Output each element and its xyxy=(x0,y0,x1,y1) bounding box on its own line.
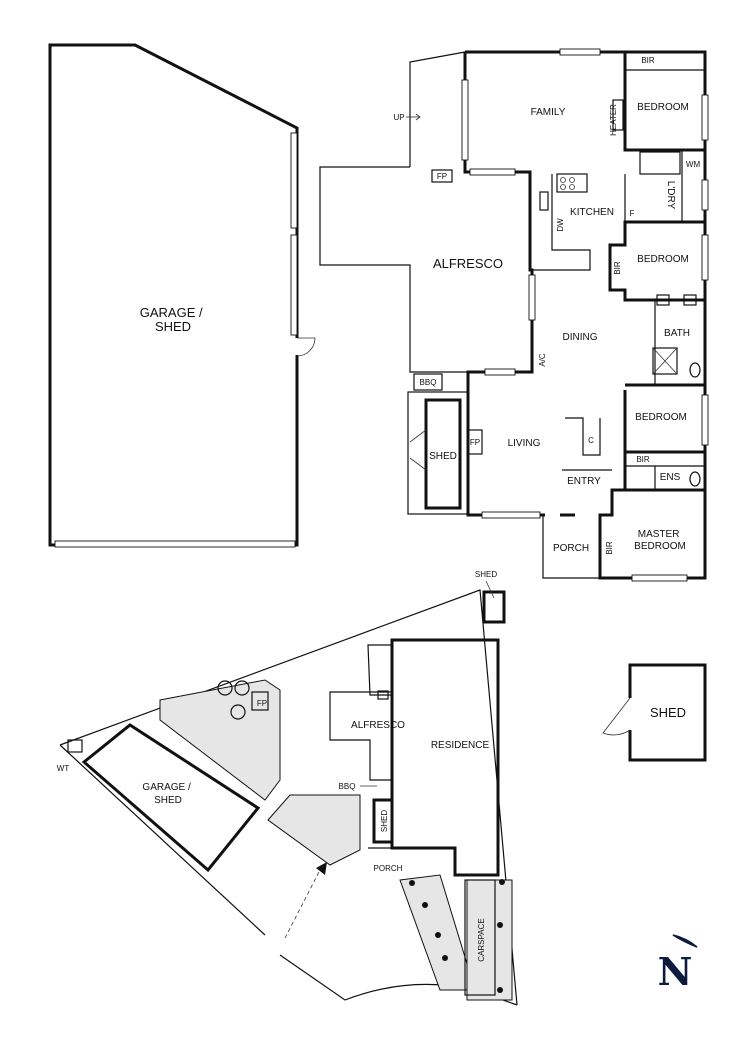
f-label: F xyxy=(630,209,635,218)
site-shed-small-label: SHED xyxy=(380,810,389,832)
master-bedroom-label: MASTER BEDROOM xyxy=(634,529,686,552)
entry-label: ENTRY xyxy=(567,476,601,487)
site-garage-shed-label: GARAGE / SHED xyxy=(142,782,193,806)
family-label: FAMILY xyxy=(531,107,566,118)
standalone-shed-label: SHED xyxy=(650,705,686,720)
site-fp-label: FP xyxy=(257,699,267,708)
porch-label: PORCH xyxy=(553,543,589,554)
kitchen-label: KITCHEN xyxy=(570,207,614,218)
stove-icon xyxy=(560,177,575,190)
bbq-label: BBQ xyxy=(420,378,437,387)
ldry-label: L'DRY xyxy=(665,181,676,210)
bir-ens-label: BIR xyxy=(636,455,650,464)
ens-label: ENS xyxy=(660,472,681,483)
wm-label: WM xyxy=(686,160,701,169)
alfresco-fp-label: FP xyxy=(437,172,447,181)
sink-icon xyxy=(656,294,670,306)
shed-label: SHED xyxy=(429,451,457,462)
standalone-shed: SHED xyxy=(602,663,707,762)
house-floor-plan: UP FP ALFRESCO PORCH FAMILY HEATER BIR B… xyxy=(319,48,709,582)
ac-label: A/C xyxy=(538,353,547,367)
bedroom-2-label: BEDROOM xyxy=(637,254,689,265)
shower-icon xyxy=(652,347,678,375)
door-swing-icon xyxy=(602,697,631,736)
bir-top-label: BIR xyxy=(641,56,655,65)
alfresco-label: ALFRESCO xyxy=(433,256,503,271)
site-porch-label: PORCH xyxy=(374,864,403,873)
site-alfresco-label: ALFRESCO xyxy=(351,720,405,731)
carspace-label: CARSPACE xyxy=(477,918,486,961)
living-fp-label: FP xyxy=(470,438,480,447)
bedroom-1-label: BEDROOM xyxy=(637,102,689,113)
wt-label: WT xyxy=(57,764,70,773)
tree-icon xyxy=(217,680,505,993)
heater-label: HEATER xyxy=(609,104,618,136)
dw-label: DW xyxy=(556,218,565,232)
compass-label: N xyxy=(658,949,693,994)
bir-master-label: BIR xyxy=(605,541,614,555)
bedroom-3-label: BEDROOM xyxy=(635,412,687,423)
door-swing-icon xyxy=(409,429,427,471)
living-label: LIVING xyxy=(508,438,541,449)
compass: N xyxy=(658,934,698,994)
dining-label: DINING xyxy=(563,332,598,343)
toilet-icon xyxy=(689,362,701,378)
site-shed-top-label: SHED xyxy=(475,570,497,579)
site-bbq-label: BBQ xyxy=(339,782,356,791)
door-swing-icon xyxy=(296,337,316,357)
bath-label: BATH xyxy=(664,328,690,339)
c-label: C xyxy=(588,436,594,445)
bir-bed2-label: BIR xyxy=(613,261,622,275)
site-plan: GARAGE / SHED WT RESIDENCE ALFRESCO FP S… xyxy=(57,570,518,1006)
garage-shed-building: GARAGE / SHED xyxy=(48,43,316,548)
residence-label: RESIDENCE xyxy=(431,740,490,751)
garage-shed-label: GARAGE / SHED xyxy=(140,305,206,334)
up-label: UP xyxy=(393,113,404,122)
compass-arrow-icon xyxy=(672,934,698,948)
